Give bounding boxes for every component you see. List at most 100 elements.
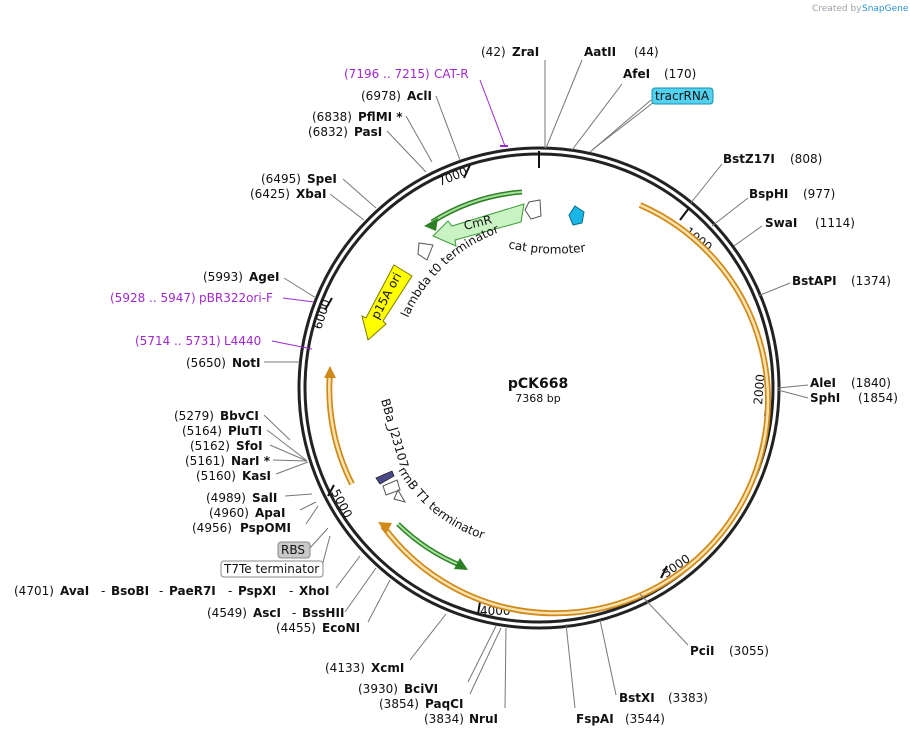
site-name-asci: AscI: [253, 606, 281, 620]
site-name-acli: AclI: [407, 89, 432, 103]
site-name-alei: AleI: [810, 376, 836, 390]
site-name-nrui: NruI: [469, 712, 498, 726]
orf-small-arrowhead: [324, 366, 336, 378]
cmr-feature[interactable]: [432, 203, 525, 247]
feature-leader-lines: [309, 101, 655, 567]
tracrrna-marker[interactable]: [568, 205, 585, 226]
site-pos-kasi: (5160): [196, 469, 236, 483]
site-name-bstapi: BstAPI: [792, 274, 837, 288]
site-name-afei: AfeI: [623, 67, 650, 81]
tick-label-5000: 5000: [328, 487, 355, 521]
plasmid-length: 7368 bp: [515, 392, 560, 405]
lambda-t0-marker[interactable]: [417, 242, 434, 261]
site-pos-pluti: (5164): [182, 424, 222, 438]
credit-prefix: Created by: [812, 4, 862, 14]
site-pos-asci: (4549): [207, 606, 247, 620]
site-pos-alei: (1840): [851, 376, 891, 390]
site-pos-aatii: (44): [634, 45, 659, 59]
site-name-bsobi: BsoBI: [111, 584, 149, 598]
site-name-bstxi: BstXI: [619, 691, 655, 705]
site-name-spei: SpeI: [307, 172, 337, 186]
site-name-sfoi: SfoI: [236, 439, 263, 453]
tick-7000: [463, 164, 471, 179]
site-pos-sfoi: (5162): [190, 439, 230, 453]
site-name-pasi: PasI: [354, 125, 382, 139]
site-name-pflmi: PflMI *: [358, 110, 403, 124]
site-sep-bsobi: -: [101, 584, 105, 598]
site-pos-avai: (4701): [14, 584, 54, 598]
site-sep-paer7i: -: [159, 584, 163, 598]
site-pos-noti: (5650): [186, 356, 226, 370]
t7te-label: T7Te terminator: [223, 562, 319, 576]
primer-name-l4440: L4440: [224, 334, 261, 348]
t7te-label-box[interactable]: [220, 560, 324, 578]
rbs-label-box[interactable]: [277, 541, 311, 559]
green-arc-top-arrowhead: [424, 218, 438, 231]
site-pos-swai: (1114): [815, 216, 855, 230]
site-name-swai: SwaI: [765, 216, 797, 230]
tick-1000: [679, 207, 690, 221]
site-pos-bstz17i: (808): [790, 152, 822, 166]
rrnb-marker[interactable]: [382, 479, 401, 496]
p15a-ori-feature[interactable]: [361, 264, 413, 341]
rrnb-label: rrnB T1 terminator: [395, 464, 486, 541]
site-pos-fspai: (3544): [625, 712, 665, 726]
site-name-bcivi: BciVI: [404, 682, 438, 696]
site-pos-zrai: (42): [481, 45, 506, 59]
site-name-xcmi: XcmI: [371, 661, 404, 675]
plasmid-name: pCK668: [508, 376, 568, 392]
orf-arc-fill: [381, 203, 770, 615]
primer-range-catr: (7196 .. 7215): [344, 67, 430, 81]
site-name-pspxi: PspXI: [238, 584, 276, 598]
primer-leader-lines: [271, 79, 508, 350]
site-sep-pspxi: -: [228, 584, 232, 598]
site-name-noti: NotI: [232, 356, 261, 370]
primer-range-pbr322: (5928 .. 5947): [110, 291, 196, 305]
site-pos-acli: (6978): [361, 89, 401, 103]
site-name-paqci: PaqCI: [425, 697, 463, 711]
site-name-avai: AvaI: [60, 584, 89, 598]
tick-6000: [324, 297, 333, 311]
bba-marker[interactable]: [375, 470, 395, 485]
site-pos-bbvci: (5279): [174, 409, 214, 423]
site-name-pcii: PciI: [690, 644, 715, 658]
site-sep-xhoi: -: [289, 584, 293, 598]
rbs-label: RBS: [281, 543, 305, 557]
site-name-zrai: ZraI: [512, 45, 539, 59]
site-pos-afei: (170): [664, 67, 696, 81]
primer-range-l4440: (5714 .. 5731): [135, 334, 221, 348]
site-pos-nari: (5161): [185, 454, 225, 468]
primer-name-pbr322: pBR322ori-F: [199, 291, 273, 305]
green-arc-bottom-arrowhead: [454, 558, 468, 570]
site-name-pluti: PluTI: [228, 424, 262, 438]
site-pos-pflmi: (6838): [312, 110, 352, 124]
site-name-xbai: XbaI: [296, 187, 326, 201]
green-arc-bottom: [396, 522, 463, 569]
site-pos-agei: (5993): [203, 270, 243, 284]
orf-arrowhead: [378, 522, 392, 534]
site-leader-lines: [263, 59, 809, 709]
site-pos-apai: (4960): [209, 506, 249, 520]
site-pos-sali: (4989): [206, 491, 246, 505]
site-name-aatii: AatII: [584, 45, 616, 59]
tick-4000: [477, 601, 481, 615]
tick-label-2000: 2000: [751, 374, 768, 406]
site-pos-bstapi: (1374): [851, 274, 891, 288]
tick-3000: [660, 565, 668, 579]
rrnb-marker-2[interactable]: [393, 488, 407, 503]
site-pos-sphi: (1854): [858, 391, 898, 405]
site-name-kasi: KasI: [242, 469, 271, 483]
cmr-label: CmR: [462, 212, 493, 232]
site-name-agei: AgeI: [249, 270, 279, 284]
site-labels: (42) ZraI AatII (44) AfeI (170) BstZ17I …: [14, 45, 898, 726]
green-arc-top-fill: [431, 191, 523, 223]
primer-labels: (7196 .. 7215) CAT-R (5928 .. 5947) pBR3…: [110, 67, 469, 348]
cat-promoter-outline[interactable]: [524, 199, 542, 220]
site-pos-pspomi: (4956): [192, 521, 232, 535]
cat-promoter-label: cat promoter: [507, 237, 586, 256]
site-pos-bcivi: (3930): [358, 682, 398, 696]
tracrrna-label-box[interactable]: [651, 87, 714, 105]
site-pos-spei: (6495): [261, 172, 301, 186]
site-pos-nrui: (3834): [424, 712, 464, 726]
